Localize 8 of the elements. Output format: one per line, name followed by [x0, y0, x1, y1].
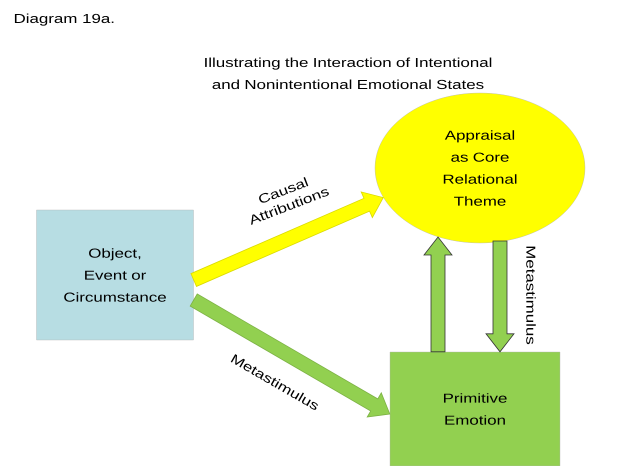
- block-arrow: [485, 240, 515, 352]
- block-arrow: [423, 236, 453, 352]
- process-box: Object, Event or Circumstance: [36, 210, 194, 340]
- title: Illustrating the Interaction of Intentional and Nonintentional Emotional States: [205, 58, 492, 90]
- diagram-label: Diagram 19a.: [14, 14, 114, 26]
- process-box: Primitive Emotion: [390, 352, 560, 466]
- ellipse-node: Appraisal as Core Relational Theme: [374, 92, 586, 244]
- edge-label: Metastimulus: [526, 246, 536, 344]
